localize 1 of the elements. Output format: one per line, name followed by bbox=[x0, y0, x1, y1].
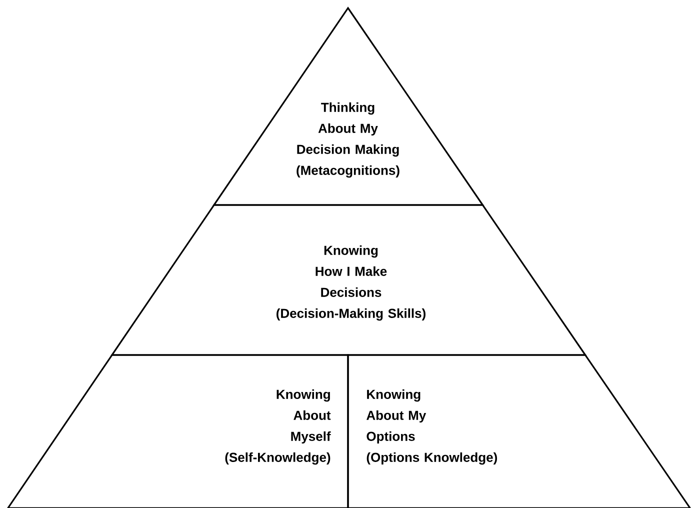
pyramid-tier: Knowing About My Options (Options Knowledge) bbox=[347, 354, 692, 508]
